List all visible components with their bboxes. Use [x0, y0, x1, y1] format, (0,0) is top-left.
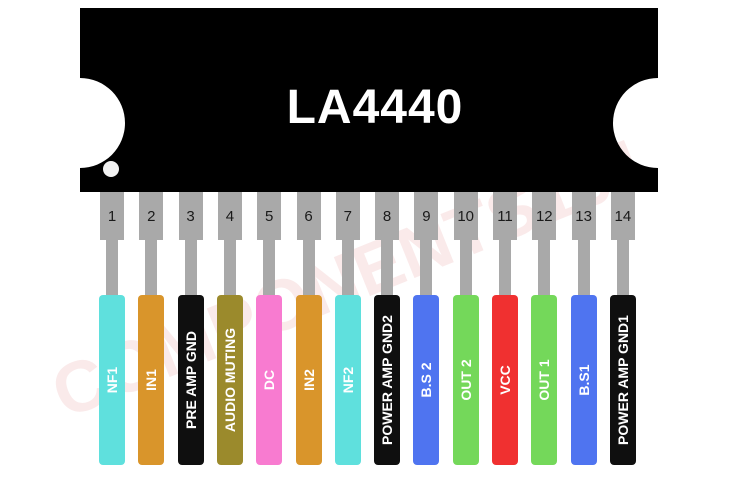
pin-6-leg [302, 240, 315, 295]
pin-5-leg [263, 240, 276, 295]
pin-function-text: B.S1 [575, 364, 592, 396]
pin-4-leg [223, 240, 236, 295]
pin-7-tab: 7 [335, 192, 360, 240]
pin-10-leg [459, 240, 472, 295]
pin-function-text: NF2 [339, 366, 356, 394]
pin-function-text: POWER AMP GND2 [379, 315, 396, 445]
pin-number: 1 [107, 207, 117, 225]
pin-7-function-label: NF2 [334, 295, 361, 465]
pin-function-text: AUDIO MUTING [221, 327, 238, 433]
pin-10-function-label: OUT 2 [452, 295, 479, 465]
pin-function-text: B.S 2 [418, 362, 435, 398]
pin-8-tab: 8 [375, 192, 400, 240]
pin-6-function-label: IN2 [295, 295, 322, 465]
pin-number: 13 [575, 207, 592, 225]
pin1-indicator-dot [103, 161, 119, 177]
pin-1-function-label: NF1 [99, 295, 125, 465]
pin-14-leg [616, 240, 629, 295]
pin-3-function-label: PRE AMP GND [177, 295, 204, 465]
pin-number: 12 [535, 207, 553, 225]
pin-4-function-label: AUDIO MUTING [216, 295, 243, 465]
pin-11-tab: 11 [493, 192, 517, 240]
pin-1-tab: 1 [100, 192, 124, 240]
pin-number: 10 [457, 207, 475, 225]
pin-number: 14 [614, 207, 632, 225]
pin-function-text: PRE AMP GND [182, 330, 199, 430]
pin-number: 3 [186, 207, 195, 225]
pin-number: 7 [343, 207, 352, 225]
pin-6-tab: 6 [296, 192, 321, 240]
pin-2-function-label: IN1 [138, 295, 165, 465]
pin-11-leg [499, 240, 511, 295]
pin-2-tab: 2 [139, 192, 164, 240]
pin-9-function-label: B.S 2 [413, 295, 440, 465]
pin-5-tab: 5 [257, 192, 282, 240]
pin-7-leg [341, 240, 354, 295]
chip-model-label: LA4440 [286, 81, 464, 134]
pin-function-text: OUT 1 [536, 359, 553, 401]
pin-3-leg [184, 240, 197, 295]
pin-13-tab: 13 [571, 192, 596, 240]
pin-13-leg [577, 240, 590, 295]
pin-3-tab: 3 [178, 192, 203, 240]
pin-9-leg [420, 240, 433, 295]
pin-function-text: DC [261, 369, 278, 391]
pin-function-text: IN1 [143, 369, 160, 391]
pin-5-function-label: DC [256, 295, 283, 465]
pin-function-text: IN2 [300, 369, 317, 391]
pin-number: 2 [147, 207, 156, 225]
pin-number: 11 [497, 207, 513, 225]
pin-number: 6 [304, 207, 313, 225]
pin-14-function-label: POWER AMP GND1 [609, 295, 636, 465]
pin-4-tab: 4 [217, 192, 242, 240]
pin-function-text: NF1 [104, 366, 120, 394]
pin-14-tab: 14 [610, 192, 635, 240]
pin-number: 4 [225, 207, 235, 225]
pin-8-leg [381, 240, 394, 295]
pin-function-text: POWER AMP GND1 [614, 315, 631, 445]
pin-12-tab: 12 [532, 192, 557, 240]
pin-number: 8 [382, 207, 392, 225]
pin-2-leg [145, 240, 158, 295]
pin-number: 5 [265, 207, 274, 225]
pin-1-leg [106, 240, 118, 295]
pin-function-text: VCC [497, 365, 513, 395]
pin-10-tab: 10 [453, 192, 478, 240]
pin-13-function-label: B.S1 [570, 295, 597, 465]
pin-function-text: OUT 2 [457, 359, 474, 401]
pin-12-leg [538, 240, 551, 295]
pin-number: 9 [422, 207, 431, 225]
pin-12-function-label: OUT 1 [531, 295, 558, 465]
chip-body [80, 8, 658, 192]
pin-9-tab: 9 [414, 192, 439, 240]
pin-11-function-label: VCC [492, 295, 518, 465]
pin-8-function-label: POWER AMP GND2 [374, 295, 401, 465]
